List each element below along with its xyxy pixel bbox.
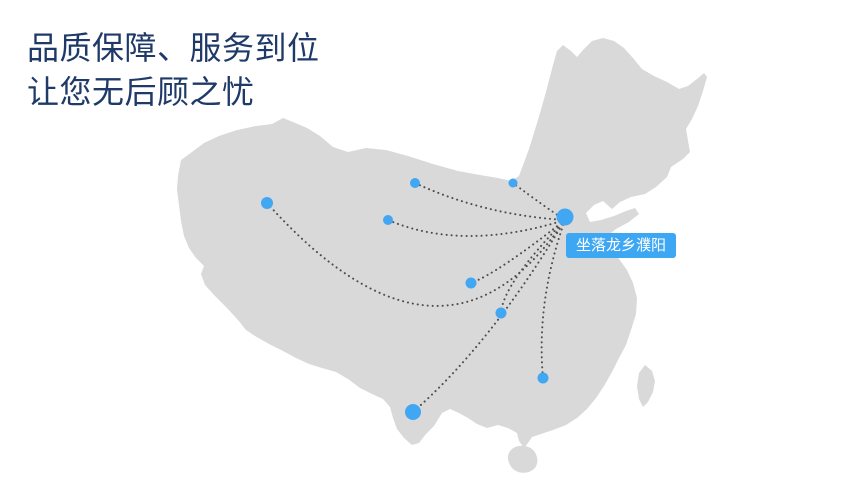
hainan-island-shape [507,445,538,473]
city-dots [261,178,574,420]
hub-dot-puyang [556,208,574,226]
city-dot [383,215,393,225]
city-dot [495,307,507,319]
route-line [540,219,566,379]
route-line [412,219,566,413]
hub-location-label-text: 坐落龙乡濮阳 [576,237,667,254]
hub-location-label: 坐落龙乡濮阳 [566,233,677,258]
page-title-line-1: 品质保障、服务到位 [27,30,320,66]
city-dot [508,178,518,188]
route-line [266,202,566,307]
city-dot [410,178,420,188]
taiwan-island-shape [637,365,655,407]
page-title: 品质保障、服务到位 让您无后顾之忧 [27,26,320,114]
route-line [387,219,566,237]
city-dot [405,404,421,420]
page-title-line-2: 让您无后顾之忧 [27,74,255,110]
route-line [470,219,566,284]
city-dot [465,277,477,289]
china-mainland-shape [177,38,707,448]
city-dot [537,372,549,384]
city-dot [261,197,273,209]
